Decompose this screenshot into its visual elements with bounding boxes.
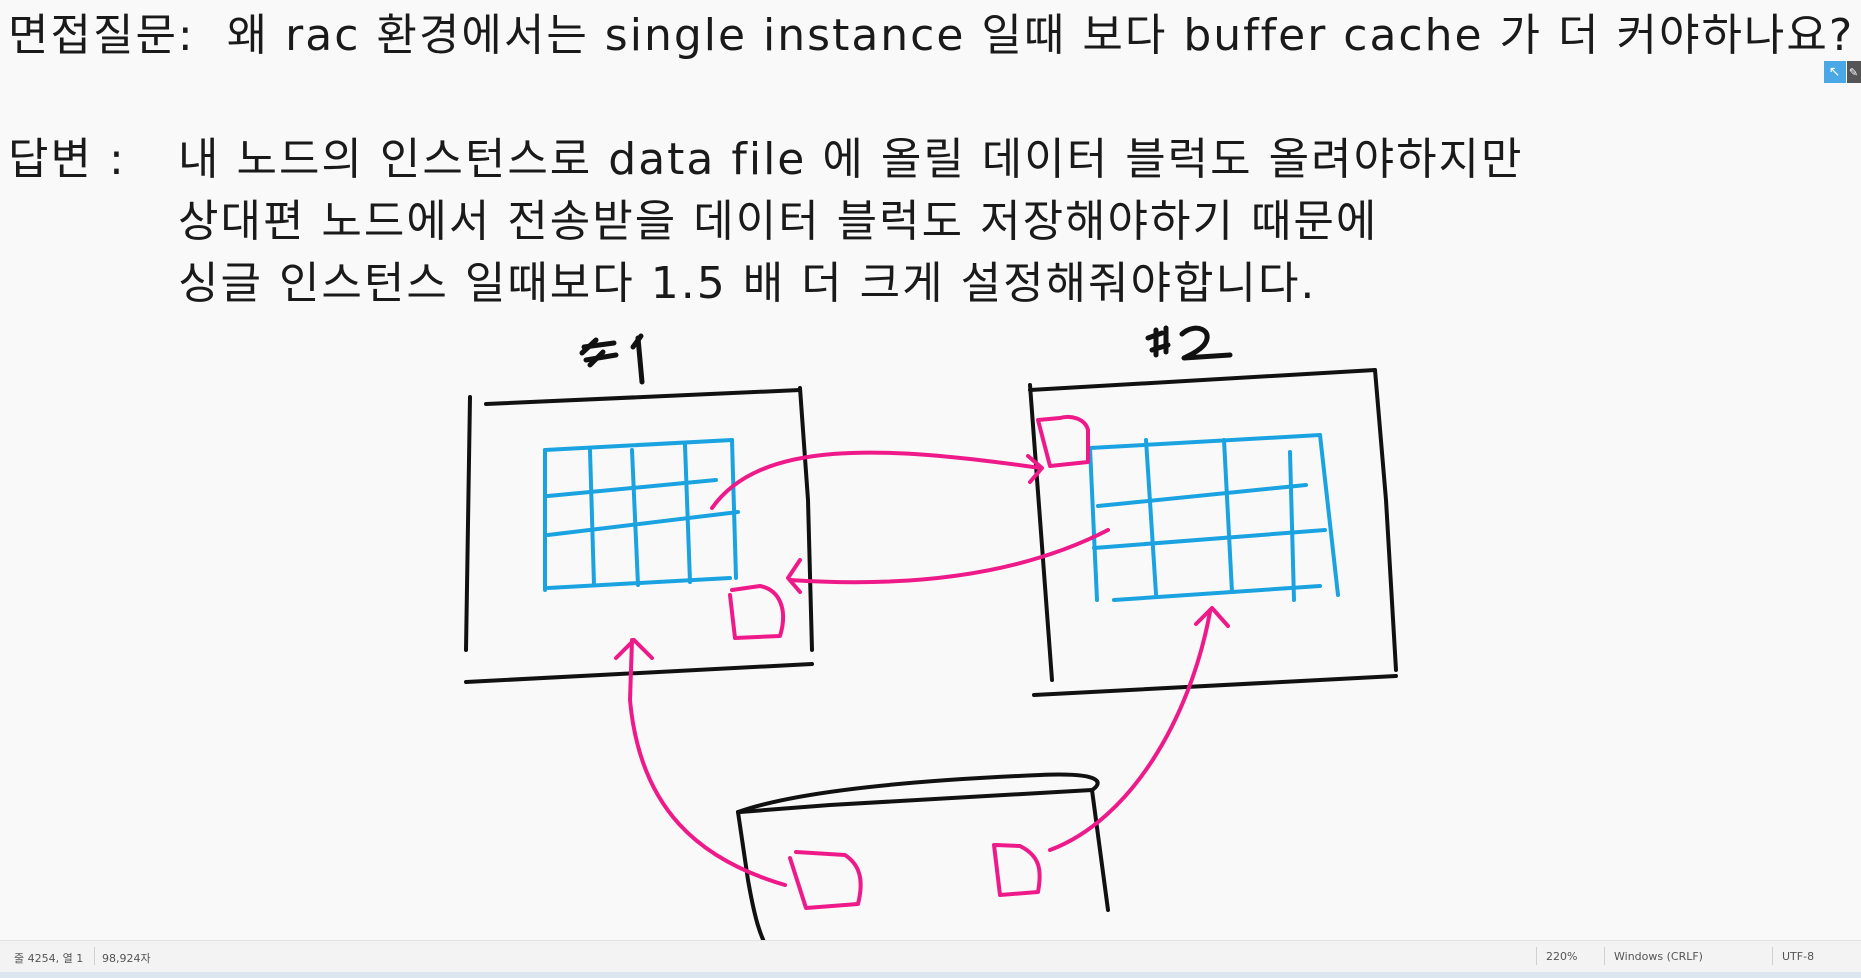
node2-label: [1148, 328, 1230, 358]
answer-line-2: 상대편 노드에서 전송받을 데이터 블럭도 저장해야하기 때문에: [178, 192, 1378, 252]
char-count: 98,924자: [102, 950, 151, 966]
transfer-arrow-2-to-1: [788, 530, 1108, 592]
node2-box: [1030, 370, 1396, 695]
node1-box: [466, 388, 812, 682]
buffer-cache-grid-2: [1090, 435, 1338, 600]
ink-toolbar[interactable]: ↖ ✎: [1823, 58, 1861, 86]
answer-label: 답변 :: [8, 130, 126, 190]
data-block-node2: [1038, 417, 1088, 466]
encoding[interactable]: UTF-8: [1782, 950, 1814, 963]
cursor-icon[interactable]: ↖: [1824, 61, 1846, 83]
status-bar: 줄 4254, 열 1 98,924자 220% Windows (CRLF) …: [0, 940, 1861, 973]
answer-line-3: 싱글 인스턴스 일때보다 1.5 배 더 크게 설정해줘야합니다.: [178, 254, 1316, 314]
read-arrow-disk-to-node2: [1050, 608, 1228, 850]
transfer-arrow-1-to-2: [712, 453, 1042, 508]
disk-block-1: [790, 852, 861, 908]
read-arrow-disk-to-node1: [616, 640, 785, 885]
buffer-cache-grid-1: [545, 440, 738, 590]
answer-line-1: 내 노드의 인스턴스로 data file 에 올릴 데이터 블럭도 올려야하지…: [178, 130, 1524, 190]
zoom-level[interactable]: 220%: [1546, 950, 1577, 963]
cursor-position: 줄 4254, 열 1: [14, 950, 83, 966]
disk-block-2: [994, 845, 1040, 895]
line-ending[interactable]: Windows (CRLF): [1614, 950, 1703, 963]
datafile-disk: [738, 775, 1108, 940]
taskbar-edge: [0, 972, 1861, 978]
editor-canvas[interactable]: 면접질문: 왜 rac 환경에서는 single instance 일때 보다 …: [0, 0, 1861, 940]
question-line: 면접질문: 왜 rac 환경에서는 single instance 일때 보다 …: [8, 6, 1854, 66]
node1-label: [582, 336, 642, 382]
data-block-node1: [730, 586, 783, 638]
pen-icon[interactable]: ✎: [1847, 61, 1861, 83]
